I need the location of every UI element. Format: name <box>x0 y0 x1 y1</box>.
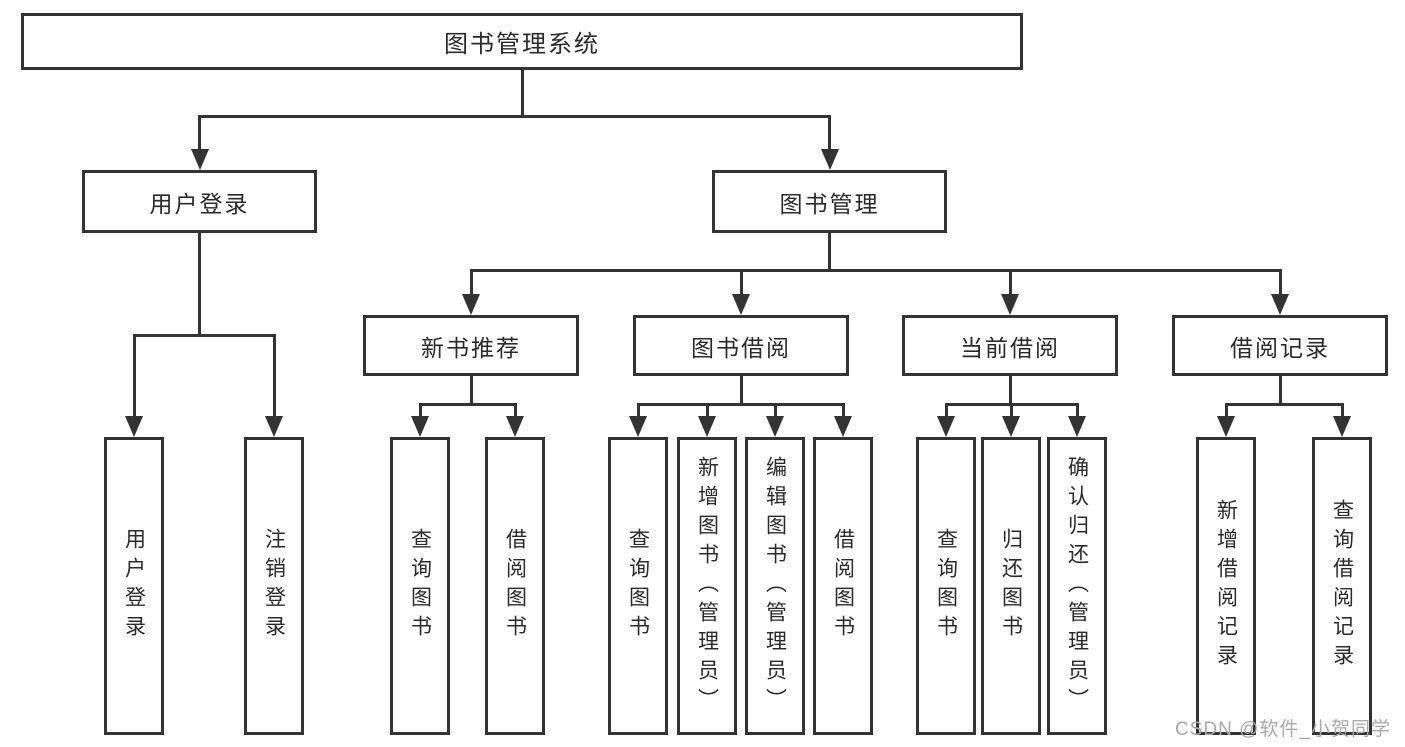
leaf-return-books: 归还图书 <box>981 437 1041 735</box>
leaf-query-books-borrowing: 查询图书 <box>608 437 668 735</box>
arrowhead-down-icon <box>1217 416 1235 437</box>
leaf-borrow-books-borrowing: 借阅图书 <box>813 437 873 735</box>
connector-hline <box>636 403 845 406</box>
leaf-query-books-current: 查询图书 <box>916 437 976 735</box>
connector-vline <box>1278 376 1282 405</box>
leaf-add-books-admin-label: 新增图书（管理员） <box>695 455 719 717</box>
connector-shaft <box>1278 269 1282 296</box>
connector-vline <box>739 376 743 405</box>
arrowhead-down-icon <box>506 416 524 437</box>
arrowhead-down-icon <box>629 416 647 437</box>
leaf-query-books-current-label: 查询图书 <box>934 528 958 644</box>
leaf-query-borrow-record: 查询借阅记录 <box>1312 437 1372 735</box>
node-book-management-label: 图书管理 <box>779 190 880 217</box>
connector-shaft <box>418 403 422 418</box>
connector-shaft <box>513 403 517 418</box>
arrowhead-down-icon <box>1333 416 1351 437</box>
node-borrowing-records: 借阅记录 <box>1172 315 1388 376</box>
connector-shaft <box>773 403 777 418</box>
leaf-query-books-recommend: 查询图书 <box>390 437 450 735</box>
arrowhead-down-icon <box>125 416 143 437</box>
leaf-user-login: 用户登录 <box>104 437 164 735</box>
leaf-add-borrow-record: 新增借阅记录 <box>1196 437 1256 735</box>
arrowhead-down-icon <box>834 416 852 437</box>
arrowhead-down-icon <box>1001 294 1019 315</box>
leaf-query-books-recommend-label: 查询图书 <box>408 528 432 644</box>
connector-shaft <box>841 403 845 418</box>
arrowhead-down-icon <box>820 149 839 170</box>
leaf-edit-books-admin-label: 编辑图书（管理员） <box>763 455 787 717</box>
leaf-user-login-label: 用户登录 <box>122 528 146 644</box>
connector-vline <box>828 233 831 272</box>
connector-shaft <box>469 269 473 296</box>
node-current-borrowing-label: 当前借阅 <box>960 334 1060 361</box>
csdn-watermark: CSDN @软件_小贺同学 <box>1175 719 1391 740</box>
connector-shaft <box>272 334 276 416</box>
connector-vline <box>520 70 524 118</box>
arrowhead-down-icon <box>1002 416 1020 437</box>
connector-shaft <box>1224 403 1228 418</box>
arrowhead-down-icon <box>190 149 209 170</box>
arrowhead-down-icon <box>1271 294 1289 315</box>
arrowhead-down-icon <box>1068 416 1086 437</box>
connector-shaft <box>198 115 201 151</box>
connector-hline <box>418 403 517 406</box>
connector-hline <box>469 269 1282 272</box>
arrowhead-down-icon <box>411 416 429 437</box>
node-current-borrowing: 当前借阅 <box>902 315 1118 376</box>
leaf-add-books-admin: 新增图书（管理员） <box>677 437 737 735</box>
connector-vline <box>198 233 201 337</box>
node-root-label: 图书管理系统 <box>444 31 600 58</box>
leaf-query-borrow-record-label: 查询借阅记录 <box>1330 499 1354 673</box>
connector-shaft <box>828 115 831 151</box>
connector-shaft <box>1075 403 1079 418</box>
leaf-logout: 注销登录 <box>244 437 304 735</box>
connector-hline <box>1224 403 1344 406</box>
connector-shaft <box>705 403 709 418</box>
connector-shaft <box>1009 403 1013 418</box>
connector-hline <box>132 334 276 337</box>
node-borrowing-records-label: 借阅记录 <box>1230 334 1330 361</box>
node-new-book-recommendation-label: 新书推荐 <box>421 334 521 361</box>
connector-hline <box>198 115 831 118</box>
leaf-query-books-borrowing-label: 查询图书 <box>626 528 650 644</box>
connector-shaft <box>944 403 948 418</box>
leaf-borrow-books-recommend-label: 借阅图书 <box>503 528 527 644</box>
leaf-borrow-books-recommend: 借阅图书 <box>485 437 545 735</box>
arrowhead-down-icon <box>698 416 716 437</box>
node-book-borrowing-label: 图书借阅 <box>691 334 791 361</box>
connector-shaft <box>1340 403 1344 418</box>
connector-shaft <box>739 269 743 296</box>
connector-vline <box>1008 376 1012 405</box>
connector-shaft <box>1008 269 1012 296</box>
node-user-login: 用户登录 <box>82 170 317 233</box>
node-book-borrowing: 图书借阅 <box>633 315 849 376</box>
arrowhead-down-icon <box>265 416 283 437</box>
leaf-logout-label: 注销登录 <box>262 528 286 644</box>
connector-shaft <box>636 403 640 418</box>
node-book-management: 图书管理 <box>712 170 947 233</box>
node-new-book-recommendation: 新书推荐 <box>363 315 579 376</box>
arrowhead-down-icon <box>766 416 784 437</box>
leaf-confirm-return-admin: 确认归还（管理员） <box>1047 437 1107 735</box>
leaf-borrow-books-borrowing-label: 借阅图书 <box>831 528 855 644</box>
leaf-return-books-label: 归还图书 <box>999 528 1023 644</box>
leaf-add-borrow-record-label: 新增借阅记录 <box>1214 499 1238 673</box>
arrowhead-down-icon <box>462 294 480 315</box>
connector-vline <box>469 376 473 405</box>
arrowhead-down-icon <box>937 416 955 437</box>
leaf-edit-books-admin: 编辑图书（管理员） <box>745 437 805 735</box>
node-root: 图书管理系统 <box>21 13 1023 70</box>
leaf-confirm-return-admin-label: 确认归还（管理员） <box>1065 455 1089 717</box>
arrowhead-down-icon <box>732 294 750 315</box>
connector-shaft <box>132 334 136 416</box>
node-user-login-label: 用户登录 <box>149 190 250 217</box>
